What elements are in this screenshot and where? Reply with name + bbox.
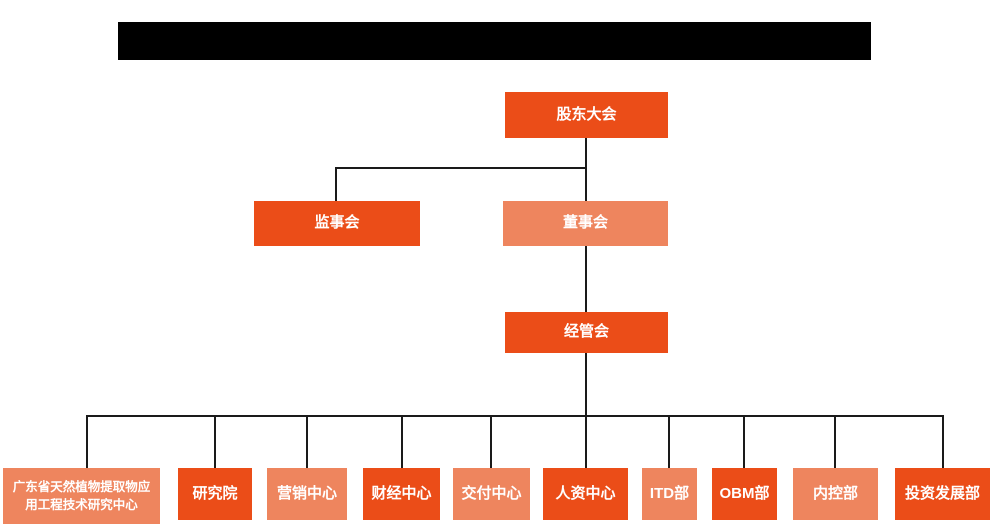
node-shareholders-meeting: 股东大会 bbox=[505, 92, 668, 138]
node-dept-itd: ITD部 bbox=[642, 468, 697, 520]
node-label: 交付中心 bbox=[461, 484, 522, 502]
node-dept-delivery-center: 交付中心 bbox=[453, 468, 530, 520]
node-label: 股东大会 bbox=[556, 105, 617, 123]
node-label: 财经中心 bbox=[371, 484, 432, 502]
node-board-of-directors: 董事会 bbox=[503, 201, 668, 246]
node-dept-internal-control: 内控部 bbox=[793, 468, 878, 520]
node-dept-research-institute: 研究院 bbox=[178, 468, 252, 520]
node-dept-finance-center: 财经中心 bbox=[363, 468, 440, 520]
node-label: 内控部 bbox=[812, 484, 858, 502]
node-label: 营销中心 bbox=[276, 484, 337, 502]
node-label: OBM部 bbox=[719, 484, 770, 502]
node-label: 监事会 bbox=[314, 214, 360, 232]
node-label: 经管会 bbox=[563, 323, 609, 341]
node-label: 董事会 bbox=[562, 214, 608, 232]
node-supervisory-board: 监事会 bbox=[254, 201, 420, 246]
node-dept-investment-development: 投资发展部 bbox=[895, 468, 990, 520]
node-dept-marketing-center: 营销中心 bbox=[267, 468, 347, 520]
node-label: 研究院 bbox=[192, 484, 238, 502]
node-dept-hr-center: 人资中心 bbox=[543, 468, 628, 520]
node-label: 投资发展部 bbox=[904, 484, 980, 502]
redacted-title-bar bbox=[118, 22, 871, 60]
node-label: 广东省天然植物提取物应用工程技术研究中心 bbox=[12, 479, 151, 512]
node-label: ITD部 bbox=[649, 484, 690, 502]
node-dept-obm: OBM部 bbox=[712, 468, 777, 520]
node-management-committee: 经管会 bbox=[505, 312, 668, 353]
node-label: 人资中心 bbox=[555, 484, 616, 502]
node-dept-research-center: 广东省天然植物提取物应用工程技术研究中心 bbox=[3, 468, 160, 524]
